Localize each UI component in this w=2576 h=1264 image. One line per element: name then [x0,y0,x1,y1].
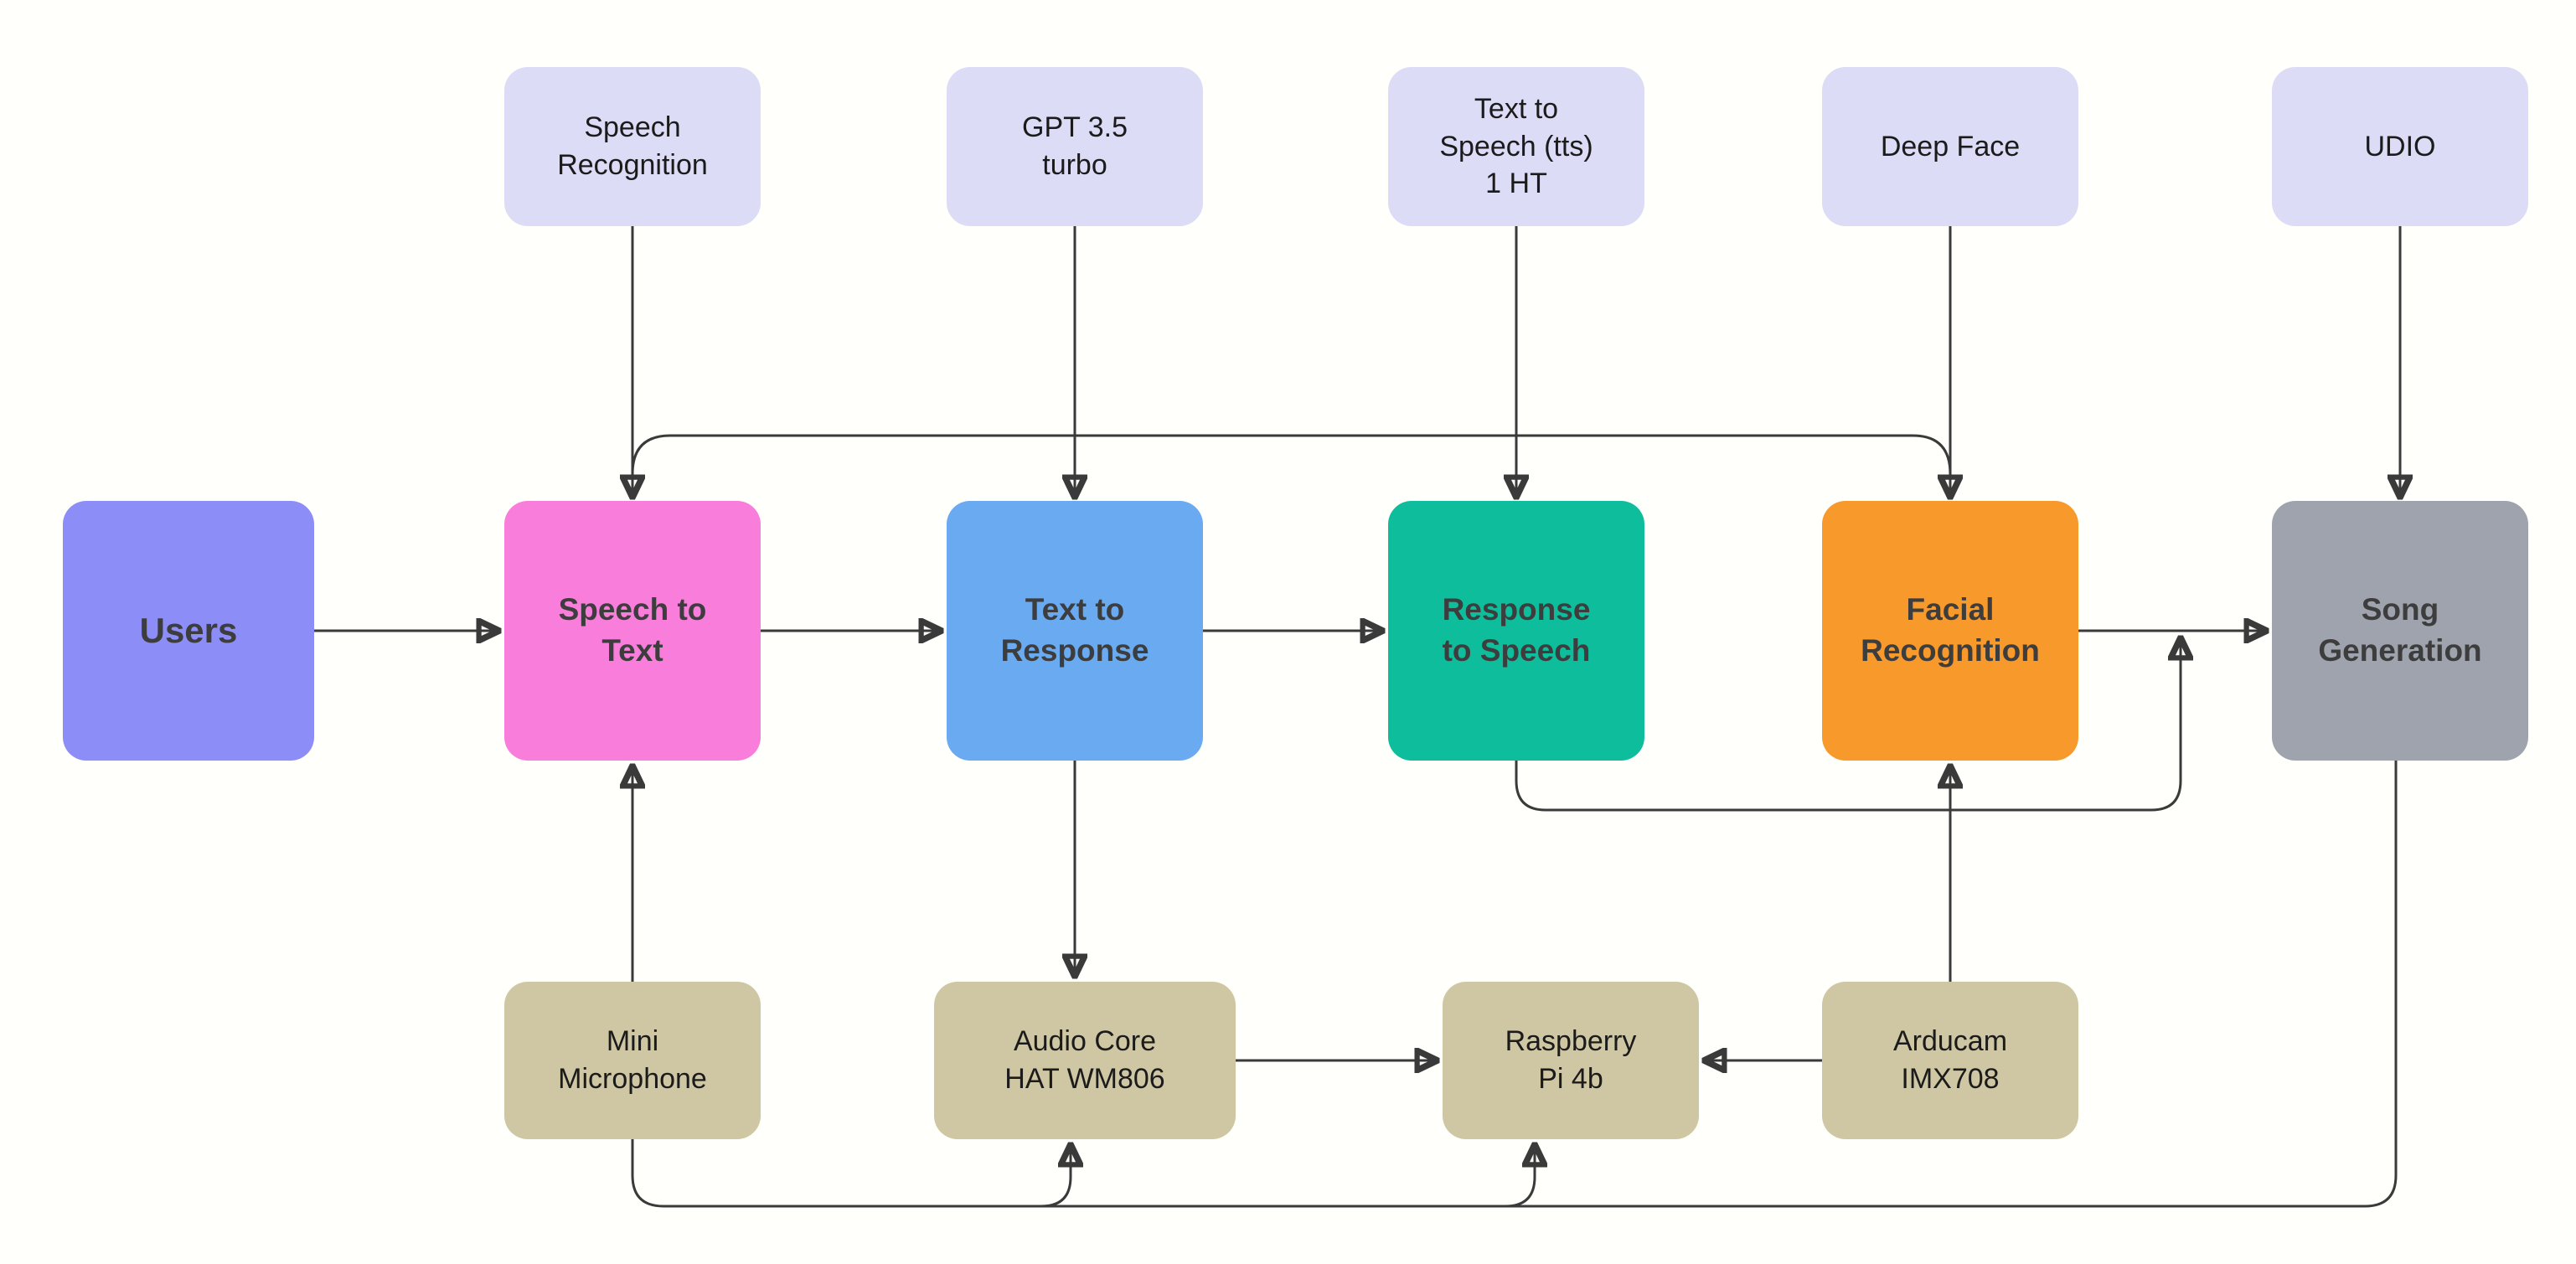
edge-bottom-bus-to-audio-core-hat [1040,1148,1071,1208]
node-gpt-35-turbo-label: GPT 3.5 turbo [1022,111,1128,181]
node-audio-core-hat-label: Audio Core HAT WM806 [1004,1025,1165,1095]
node-response-to-speech: Response to Speech [1388,501,1644,761]
node-gpt-35-turbo: GPT 3.5 turbo [947,67,1203,226]
node-arducam-imx708-label: Arducam IMX708 [1892,1025,2008,1095]
node-mini-microphone-label: Mini Microphone [558,1025,707,1095]
node-tts-1ht: Text to Speech (tts) 1 HT [1388,67,1644,226]
node-raspberry-pi-4b-label: Raspberry Pi 4b [1505,1025,1637,1095]
edge-bottom-bus-to-raspberry-pi-4b [1505,1148,1535,1208]
node-song-generation: Song Generation [2272,501,2528,761]
node-speech-recognition-label: Speech Recognition [557,111,708,181]
node-speech-recognition: Speech Recognition [504,67,761,226]
node-udio: UDIO [2272,67,2528,226]
node-facial-recognition: Facial Recognition [1822,501,2078,761]
node-speech-to-text-label: Speech to Text [558,592,707,668]
node-text-to-response-label: Text to Response [1000,592,1149,668]
node-song-generation-label: Song Generation [2318,592,2482,668]
node-tts-1ht-label: Text to Speech (tts) 1 HT [1439,92,1593,200]
node-deep-face-label: Deep Face [1880,130,2021,163]
node-users-label: Users [139,611,238,651]
edge-response-to-speech-to-song-generation [1515,642,2181,812]
node-raspberry-pi-4b: Raspberry Pi 4b [1443,982,1699,1139]
node-facial-recognition-label: Facial Recognition [1861,592,2040,668]
node-users: Users [63,501,314,761]
edge-speech-to-text-to-facial-recognition [631,434,1952,475]
node-text-to-response: Text to Response [947,501,1203,761]
node-deep-face: Deep Face [1822,67,2078,226]
node-audio-core-hat: Audio Core HAT WM806 [934,982,1236,1139]
node-speech-to-text: Speech to Text [504,501,761,761]
node-response-to-speech-label: Response to Speech [1442,592,1591,668]
node-udio-label: UDIO [2364,130,2436,163]
node-mini-microphone: Mini Microphone [504,982,761,1139]
node-arducam-imx708: Arducam IMX708 [1822,982,2078,1139]
